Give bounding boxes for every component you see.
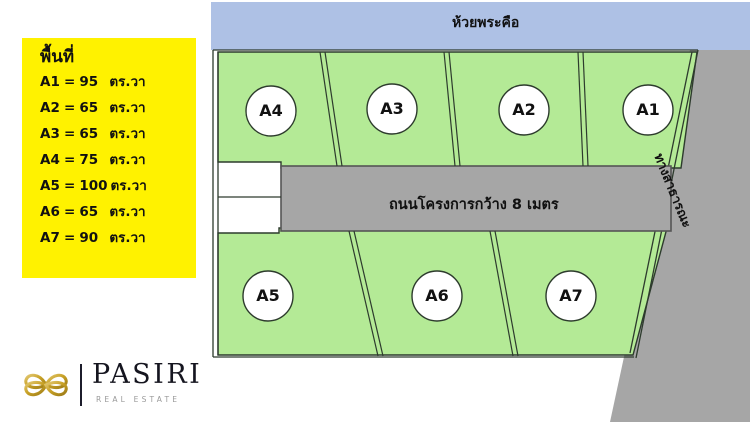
- legend-row-a7: A7=90 ตร.วา: [40, 229, 196, 246]
- legend-code-a1: A1: [40, 73, 60, 90]
- plot-label-a6: A6: [425, 286, 449, 305]
- legend-value-a5: 100: [79, 177, 108, 194]
- river-label: ห้วยพระคือ: [452, 15, 520, 31]
- plot-markers: [242, 83, 674, 322]
- legend-unit-a1: ตร.วา: [109, 73, 146, 90]
- legend-value-a2: 65: [79, 99, 99, 116]
- legend-equals-a4: =: [64, 151, 76, 168]
- legend-row-a3: A3=65 ตร.วา: [40, 125, 196, 142]
- pasiri-knot-icon: [24, 373, 68, 397]
- legend-equals-a1: =: [64, 73, 76, 90]
- legend-value-a6: 65: [79, 203, 99, 220]
- legend-title: พื้นที่: [40, 47, 75, 67]
- plot-label-a3: A3: [380, 99, 404, 118]
- legend-value-a3: 65: [79, 125, 99, 142]
- legend-code-a6: A6: [40, 203, 60, 220]
- legend-code-a7: A7: [40, 229, 60, 246]
- legend-value-a4: 75: [79, 151, 99, 168]
- plot-label-a7: A7: [559, 286, 583, 305]
- logo-divider: [80, 364, 82, 406]
- plot-label-a4: A4: [259, 101, 283, 120]
- legend-value-a7: 90: [79, 229, 99, 246]
- legend-code-a3: A3: [40, 125, 60, 142]
- project-road-label: ถนนโครงการกว้าง 8 เมตร: [389, 197, 559, 213]
- pasiri-logo: PASIRI REAL ESTATE: [18, 358, 200, 414]
- legend-row-a4: A4=75 ตร.วา: [40, 151, 196, 168]
- plot-dividers-upper: [319, 51, 589, 167]
- legend-equals-a5: =: [64, 177, 76, 194]
- legend-code-a5: A5: [40, 177, 60, 194]
- river-band: [211, 2, 750, 50]
- legend-unit-a7: ตร.วา: [109, 229, 146, 246]
- plot-label-a5: A5: [256, 286, 280, 305]
- legend-equals-a3: =: [64, 125, 76, 142]
- public-road-area: [610, 50, 750, 422]
- legend-unit-a3: ตร.วา: [109, 125, 146, 142]
- legend-value-a1: 95: [79, 73, 99, 90]
- legend-row-a6: A6=65 ตร.วา: [40, 203, 196, 220]
- legend-code-a4: A4: [40, 151, 60, 168]
- legend-unit-a6: ตร.วา: [109, 203, 146, 220]
- plot-label-a2: A2: [512, 100, 536, 119]
- legend-unit-a4: ตร.วา: [109, 151, 146, 168]
- logo-wordmark: PASIRI: [92, 359, 203, 390]
- legend-equals-a6: =: [64, 203, 76, 220]
- project-road-area: [280, 165, 672, 232]
- logo-tagline: REAL ESTATE: [96, 395, 181, 404]
- legend-code-a2: A2: [40, 99, 60, 116]
- legend-unit-a2: ตร.วา: [109, 99, 146, 116]
- legend-equals-a7: =: [64, 229, 76, 246]
- legend-row-a1: A1=95 ตร.วา: [40, 73, 196, 90]
- legend-row-a2: A2=65 ตร.วา: [40, 99, 196, 116]
- legend-equals-a2: =: [64, 99, 76, 116]
- legend-unit-a5: ตร.วา: [110, 177, 147, 194]
- plot-label-a1: A1: [636, 100, 660, 119]
- plot-dividers-lower: [348, 230, 519, 357]
